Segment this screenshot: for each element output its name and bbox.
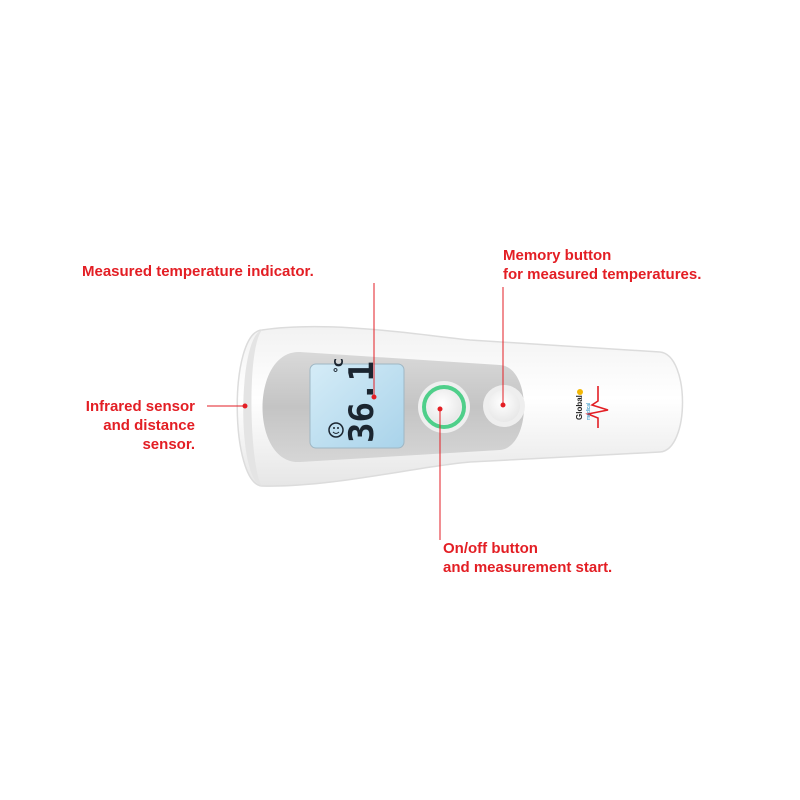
label-line: sensor. <box>142 436 195 453</box>
label-line: Measured temperature indicator. <box>82 263 314 280</box>
leader-memory-dot <box>500 402 506 408</box>
leader-temperature-dot <box>371 394 377 400</box>
label-line: On/off button <box>443 540 538 557</box>
lcd-display <box>309 363 405 449</box>
label-line: and distance <box>103 417 195 434</box>
leader-infrared-dot <box>242 403 248 409</box>
leader-onoff-dot <box>437 406 443 412</box>
label-line: Memory button <box>503 247 612 264</box>
label-line: and measurement start. <box>443 559 613 576</box>
label-line: Infrared sensor <box>85 398 195 415</box>
label-infrared-sensor: Infrared sensor and distance sensor. <box>0 397 195 454</box>
brand-dot-icon <box>577 389 583 395</box>
label-line: for measured temperatures. <box>503 266 702 283</box>
temperature-reading: 36.1 <box>342 361 382 443</box>
leader-lines <box>207 283 506 540</box>
infrared-sensor-end <box>243 330 262 486</box>
heartbeat-icon <box>585 386 609 428</box>
brand-name: Global <box>575 395 584 420</box>
face-icon <box>328 422 344 438</box>
power-button[interactable] <box>418 381 470 433</box>
temperature-unit: °C <box>332 358 346 373</box>
label-onoff-button: On/off button and measurement start. <box>443 539 612 577</box>
brand-logo: Global medical <box>575 386 609 428</box>
power-ring <box>422 385 466 429</box>
label-temperature-indicator: Measured temperature indicator. <box>82 262 314 281</box>
label-memory-button: Memory button for measured temperatures. <box>503 246 701 284</box>
brand-tagline: medical <box>586 403 592 420</box>
